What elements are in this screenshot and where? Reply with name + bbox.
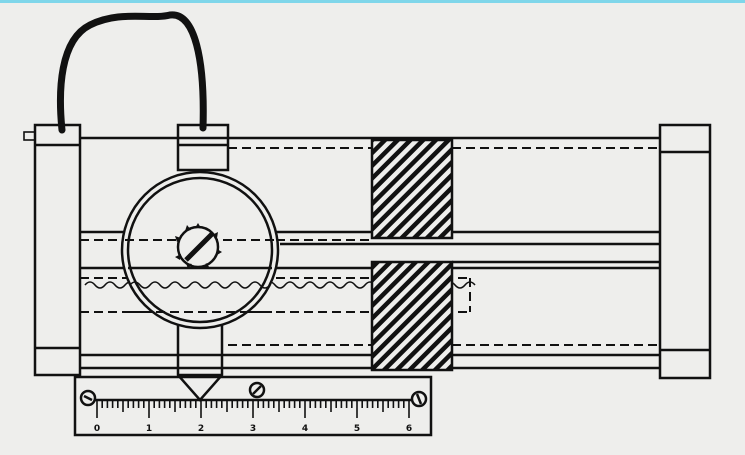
scale-ruler: 0 1 2 3 4 5 6 [73, 375, 433, 437]
scale-label-4: 4 [302, 424, 308, 434]
hatched-block-lower [370, 260, 454, 372]
scale-label-3: 3 [250, 424, 256, 434]
screw-icon [248, 381, 266, 399]
bottom-rod [80, 344, 660, 370]
scale-label-2: 2 [198, 424, 204, 434]
screw-icon [410, 390, 428, 408]
pinion-gear-icon [175, 223, 222, 269]
scale-label-1: 1 [146, 424, 152, 434]
ruler-ticks [96, 400, 410, 418]
screw-icon [79, 389, 97, 407]
scale-label-5: 5 [354, 424, 360, 434]
hatched-block-upper [370, 138, 454, 240]
pointer [176, 325, 224, 402]
right-end-block [658, 123, 712, 380]
carriage-post [176, 123, 230, 172]
top-border [0, 0, 745, 3]
cable [56, 11, 207, 134]
top-rod [80, 136, 660, 149]
scale-label-0: 0 [94, 424, 100, 434]
scale-label-6: 6 [406, 424, 412, 434]
left-end-block [23, 123, 82, 377]
